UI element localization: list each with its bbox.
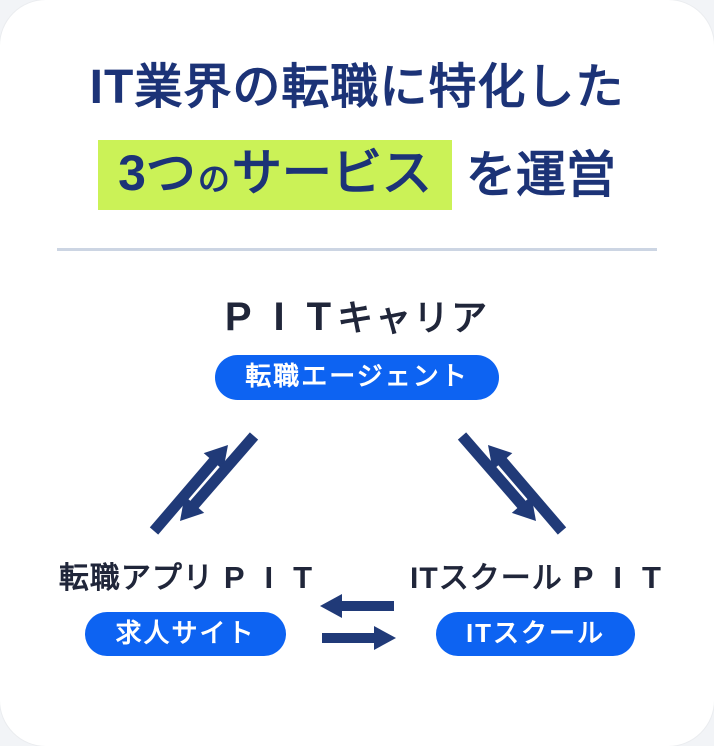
divider — [57, 248, 657, 251]
service-left-prefix: 転職アプリ — [58, 562, 214, 595]
service-right-badge: ITスクール — [435, 611, 636, 657]
horizontal-double-arrow-icon — [320, 594, 396, 650]
highlight-rest: サービス — [231, 145, 432, 201]
service-right-prefix: ITスクール — [410, 562, 563, 595]
main-title-line2: 3つのサービス を運営 — [0, 140, 714, 210]
highlight-particle: の — [197, 161, 230, 197]
title-suffix: を運営 — [465, 147, 616, 203]
main-title-line1: IT業界の転職に特化した — [89, 61, 625, 114]
service-left-badge: 求人サイト — [85, 611, 286, 657]
brand-text-pit: PIT — [223, 560, 333, 595]
brand-text-pit: PIT — [572, 560, 681, 595]
left-double-diagonal-arrow-icon — [149, 432, 259, 535]
service-node-top: PITキャリア 転職エージェント — [0, 294, 714, 400]
brand-text-pit: PIT — [224, 295, 354, 339]
highlight-box: 3つのサービス — [98, 140, 452, 210]
right-double-diagonal-arrow-icon — [457, 432, 567, 535]
service-top-badge: 転職エージェント — [215, 355, 499, 400]
service-top-title: PITキャリア — [0, 294, 714, 340]
brand-suffix-career: キャリア — [337, 297, 490, 338]
highlight-number: 3つ — [118, 145, 196, 201]
